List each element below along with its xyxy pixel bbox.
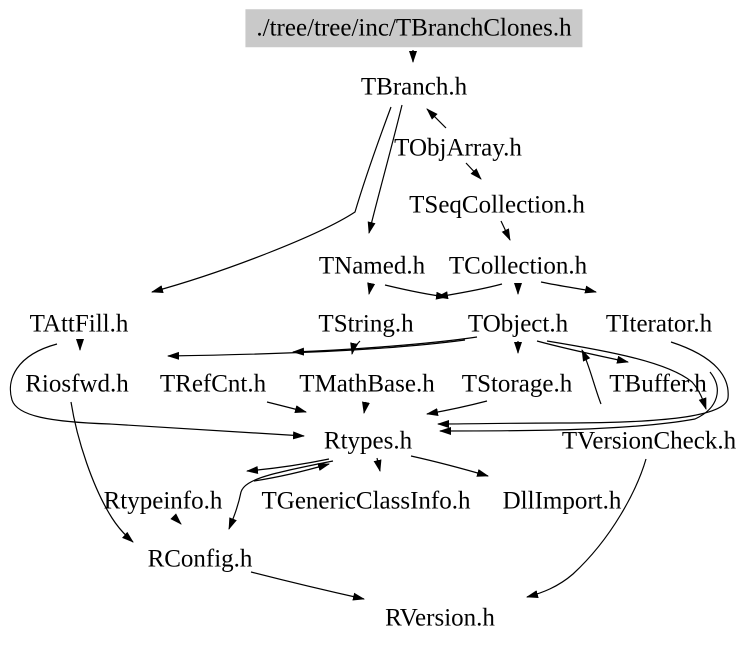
node-tversioncheck-h[interactable]: TVersionCheck.h bbox=[561, 427, 737, 455]
edge-Rtypes-Rtypeinfo bbox=[246, 458, 330, 475]
edge-Rtypes-RConfig bbox=[228, 460, 334, 530]
node-trefcnt-h[interactable]: TRefCnt.h bbox=[159, 370, 267, 398]
edge-TSeqCollection-TCollection bbox=[500, 220, 511, 241]
node-rtypes-h[interactable]: Rtypes.h bbox=[323, 427, 413, 455]
edge-TObjArray-TBranch bbox=[426, 108, 447, 129]
edge-TObject-TBuffer bbox=[536, 340, 629, 364]
edge-TAttFill-Rtypes bbox=[9, 343, 305, 440]
edge-TObject-Riosfwd bbox=[167, 339, 466, 360]
edge-Rtypes-DllImport bbox=[410, 455, 489, 477]
node-tattfill-h[interactable]: TAttFill.h bbox=[29, 310, 129, 338]
node-tstring-h[interactable]: TString.h bbox=[318, 310, 414, 338]
edge-TBranch-TAttFill bbox=[151, 106, 392, 293]
edge-TNamed-TString bbox=[367, 282, 376, 295]
node-tstorage-h[interactable]: TStorage.h bbox=[461, 370, 573, 398]
node-dllimport-h[interactable]: DllImport.h bbox=[502, 487, 622, 515]
node-tcollection-h[interactable]: TCollection.h bbox=[448, 252, 588, 280]
node-tnamed-h[interactable]: TNamed.h bbox=[318, 252, 426, 280]
edge-Rtypes-TGenericClassInfo bbox=[373, 457, 382, 472]
edge-TBranch-TNamed bbox=[367, 104, 403, 234]
edge-TStorage-Rtypes bbox=[426, 400, 488, 417]
edge-RConfig-RVersion bbox=[250, 571, 365, 601]
edge-TBuffer-Rtypes bbox=[439, 371, 718, 435]
edge-Riosfwd-RConfig bbox=[70, 401, 134, 543]
edge-TString-TMathBase bbox=[350, 340, 361, 355]
node-tmathbase-h[interactable]: TMathBase.h bbox=[299, 370, 435, 398]
edge-TMathBase-Rtypes bbox=[362, 401, 370, 414]
node-tbranchclones-root: ./tree/tree/inc/TBranchClones.h bbox=[245, 9, 583, 47]
edge-TBuffer-TObject bbox=[581, 349, 602, 405]
edge-TIterator-Rtypes bbox=[437, 341, 729, 428]
node-rconfig-h[interactable]: RConfig.h bbox=[147, 545, 253, 573]
node-rtypeinfo-h[interactable]: Rtypeinfo.h bbox=[103, 487, 223, 515]
node-riosfwd-h[interactable]: Riosfwd.h bbox=[25, 370, 129, 398]
edge-TRefCnt-Rtypes bbox=[266, 401, 307, 413]
edge-TObject-TVersionCheck bbox=[546, 340, 707, 410]
edge-TVersionCheck-RVersion bbox=[526, 458, 647, 599]
node-rversion-h[interactable]: RVersion.h bbox=[385, 604, 495, 632]
node-tgenericclassinfo-h[interactable]: TGenericClassInfo.h bbox=[261, 487, 471, 515]
node-titerator-h[interactable]: TIterator.h bbox=[605, 310, 713, 338]
node-tobject-h[interactable]: TObject.h bbox=[467, 310, 569, 338]
edge-TGenericClassInfo-Rtypes bbox=[253, 463, 330, 482]
edge-Rtypeinfo-RConfig bbox=[170, 513, 182, 525]
node-tbranch-h[interactable]: TBranch.h bbox=[360, 73, 468, 101]
node-tbuffer-h[interactable]: TBuffer.h bbox=[609, 370, 707, 398]
edge-TObjArray-TSeqCollection bbox=[465, 162, 482, 180]
edge-TObject-TRefCnt bbox=[292, 336, 478, 356]
edge-TCollection-TIterator bbox=[540, 281, 597, 294]
node-tseqcollection-h[interactable]: TSeqCollection.h bbox=[409, 191, 585, 219]
edge-TNamed-TObject bbox=[384, 284, 448, 300]
edge-TCollection-TString bbox=[436, 283, 503, 300]
node-tobjarray-h[interactable]: TObjArray.h bbox=[394, 134, 522, 162]
